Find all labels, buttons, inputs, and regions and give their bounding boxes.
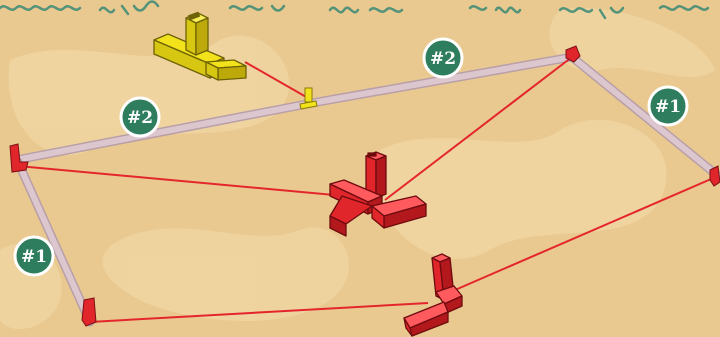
badge-top-left-tube: #2 — [119, 96, 161, 138]
badge-right-tube: #1 — [647, 85, 689, 127]
badge-label: #1 — [655, 97, 681, 117]
tube-left — [13, 157, 95, 327]
leader-line-corner-left — [17, 165, 346, 197]
leader-line-tee — [244, 61, 309, 99]
badge-left-tube: #1 — [13, 235, 55, 277]
tube-top-left — [11, 98, 317, 165]
frame-joints — [9, 45, 720, 327]
joint-bottom-left-corner — [81, 297, 97, 327]
joint-left-corner — [9, 143, 29, 173]
frame-tubes — [11, 52, 720, 327]
red-elbow-connector-icon — [403, 253, 463, 337]
badge-label: #2 — [127, 108, 153, 128]
leader-line-corner-topright — [384, 56, 573, 201]
tube-top-right — [307, 52, 577, 108]
leader-lines — [17, 56, 719, 323]
yellow-tee-connector-icon — [153, 11, 247, 81]
red-three-way-corner-connector-icon — [329, 151, 427, 237]
tube-right — [567, 52, 720, 181]
leader-line-elbow-right — [454, 175, 719, 291]
badge-label: #2 — [430, 49, 456, 69]
top-script-decoration — [0, 0, 710, 20]
leader-line-elbow-left — [89, 302, 429, 323]
joint-top-right-corner — [565, 45, 581, 63]
joint-tee-on-top-tube — [299, 87, 318, 110]
badge-top-right-tube: #2 — [422, 37, 464, 79]
joint-right-corner — [709, 165, 720, 187]
badge-label: #1 — [21, 247, 47, 267]
